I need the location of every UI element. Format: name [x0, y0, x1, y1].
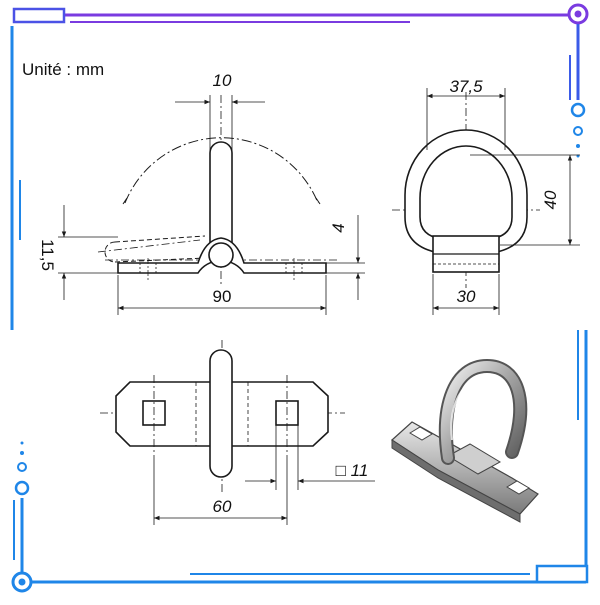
ring-bar-upright: [209, 141, 233, 249]
ring-top-projection: [209, 349, 233, 478]
dim-base-width-label: 30: [457, 287, 476, 306]
dim-thickness-label: 10: [213, 71, 232, 90]
front-view: [392, 88, 580, 315]
top-view: [100, 340, 375, 525]
dim-front-height-label: 40: [541, 190, 560, 209]
dim-hole-spacing-label: 60: [213, 497, 232, 516]
dim-height-label: 11,5: [38, 239, 57, 271]
dim-outer-width-label: 37,5: [449, 77, 483, 96]
swing-arc: [124, 137, 319, 204]
decorative-frame: [10, 3, 589, 593]
dim-plate-label: 4: [329, 223, 348, 232]
side-view: [58, 95, 365, 315]
product-3d-illustration: [391, 358, 539, 523]
unit-label: Unité : mm: [22, 60, 105, 79]
dim-square-hole-label: □ 11: [336, 461, 369, 480]
d-ring-inner: [419, 145, 513, 240]
dim-length-label: 90: [213, 287, 232, 306]
